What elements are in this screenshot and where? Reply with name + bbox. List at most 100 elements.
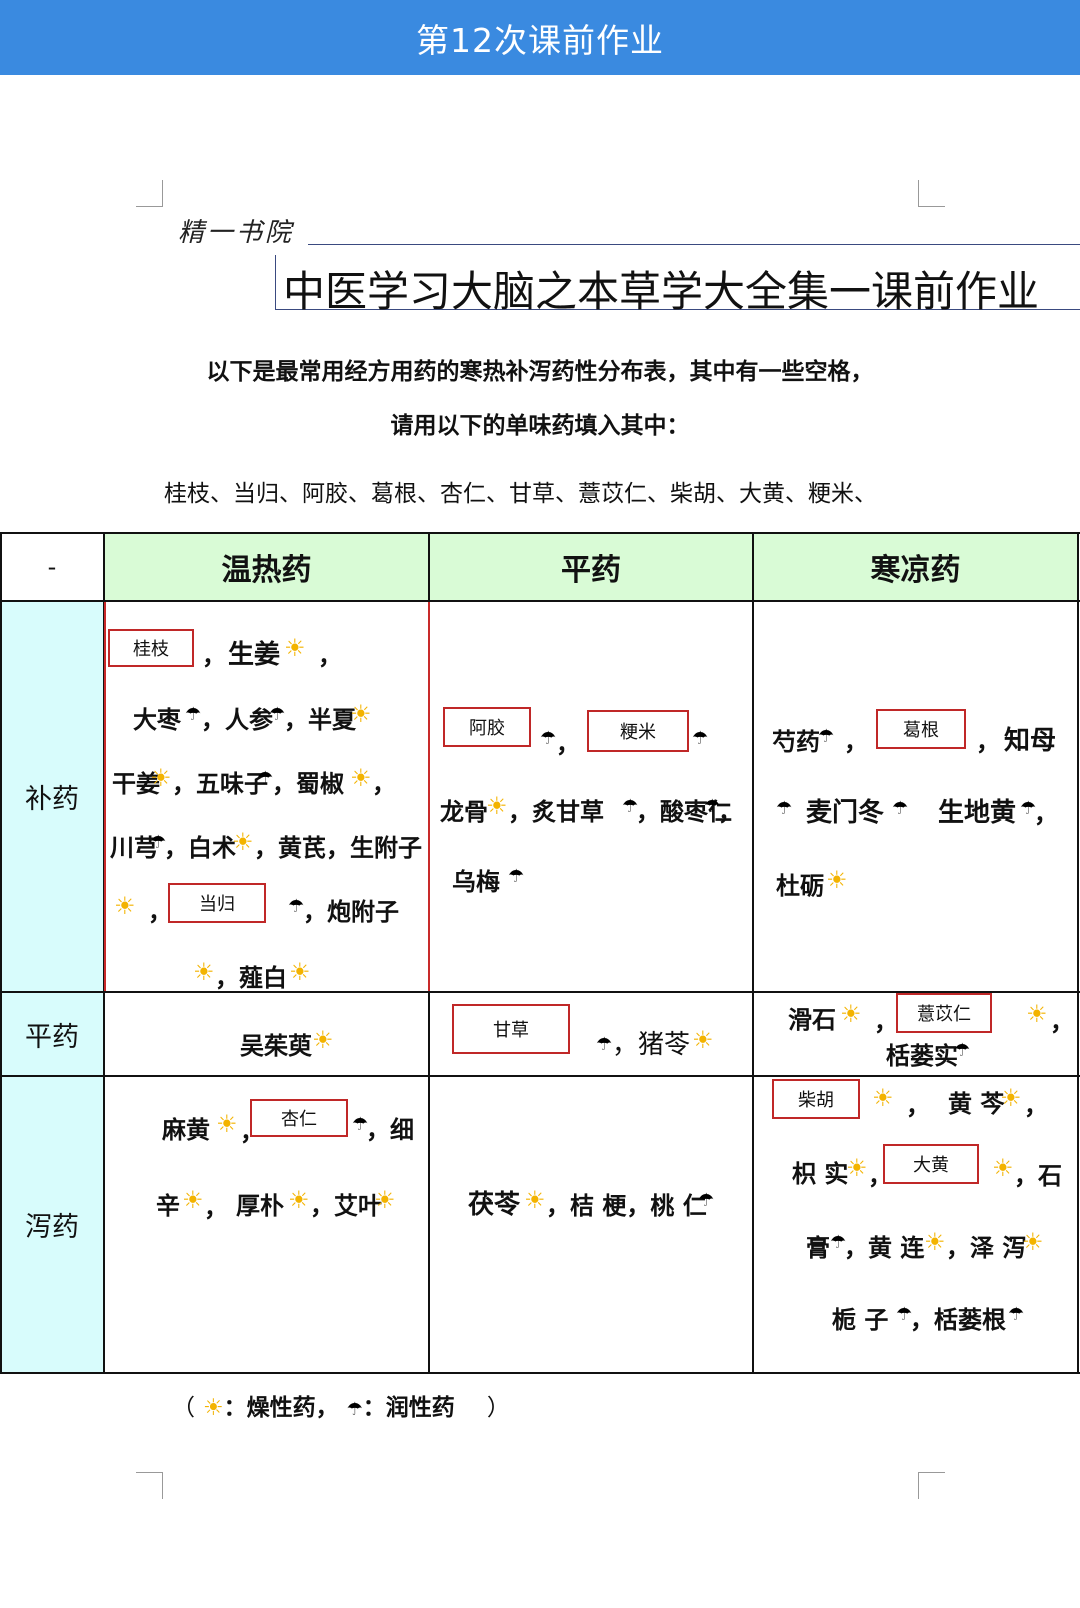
umbrella-icon: ☂ bbox=[622, 796, 639, 817]
herb-text: 枳 实 bbox=[792, 1160, 849, 1188]
sun-icon: ☀ bbox=[288, 1186, 310, 1214]
umbrella-icon: ☂ bbox=[830, 1232, 847, 1253]
table-corner: - bbox=[47, 553, 57, 581]
umbrella-icon: ☂ bbox=[1020, 798, 1037, 819]
herb-text: ，白术 bbox=[164, 834, 236, 862]
herb-text: ，艾叶 bbox=[310, 1192, 382, 1220]
app-title: 第12次课前作业 bbox=[416, 20, 664, 60]
herb-text: ，石 bbox=[1014, 1162, 1062, 1190]
herb-text: 杜砺 bbox=[776, 872, 824, 900]
herb-text: ，炙甘草 bbox=[508, 798, 604, 826]
page-corner-mark bbox=[918, 180, 945, 207]
answer-box[interactable]: 桂枝 bbox=[108, 629, 194, 667]
row-label-neutral: 平药 bbox=[0, 992, 104, 1076]
herb-text: 吴茱萸 bbox=[240, 1032, 312, 1060]
answer-box[interactable]: 阿胶 bbox=[443, 707, 531, 747]
sun-icon: ☀ bbox=[846, 1154, 868, 1182]
herb-text: 大枣 bbox=[133, 706, 181, 734]
umbrella-icon: ☂ bbox=[704, 796, 721, 817]
table-border bbox=[0, 1372, 1080, 1374]
brand-logo: 精一书院 bbox=[178, 218, 295, 248]
umbrella-icon: ☂ bbox=[896, 1304, 913, 1325]
answer-box[interactable]: 葛根 bbox=[876, 709, 966, 749]
herb-text: 龙骨 bbox=[440, 798, 488, 826]
umbrella-icon: ☂ bbox=[346, 1399, 363, 1420]
answer-box[interactable]: 当归 bbox=[168, 883, 266, 923]
herb-text: 黄 芩 bbox=[948, 1090, 1005, 1118]
herb-text: 麻黄 bbox=[162, 1116, 210, 1144]
legend-text: ：润性药 bbox=[362, 1395, 455, 1421]
umbrella-icon: ☂ bbox=[540, 728, 557, 749]
sun-icon: ☀ bbox=[193, 958, 215, 986]
row-label-tonify: 补药 bbox=[0, 601, 104, 992]
herb-text: 膏 bbox=[806, 1234, 830, 1262]
herb-text: ， bbox=[874, 1008, 898, 1036]
herb-text: ， bbox=[844, 728, 868, 756]
sun-icon: ☀ bbox=[284, 634, 306, 662]
sun-icon: ☀ bbox=[350, 700, 372, 728]
page-corner-mark bbox=[136, 1472, 163, 1499]
sun-icon: ☀ bbox=[150, 764, 172, 792]
umbrella-icon: ☂ bbox=[698, 1190, 715, 1211]
herb-text: 滑石 bbox=[788, 1006, 836, 1034]
page-corner-mark bbox=[918, 1472, 945, 1499]
table-border bbox=[0, 1075, 1080, 1077]
sun-icon: ☀ bbox=[374, 1186, 396, 1214]
page-corner-mark bbox=[136, 180, 163, 207]
herb-text: 厚朴 bbox=[236, 1192, 284, 1220]
herb-text: 辛 bbox=[156, 1192, 180, 1220]
umbrella-icon: ☂ bbox=[818, 726, 835, 747]
umbrella-icon: ☂ bbox=[269, 704, 286, 725]
sun-icon: ☀ bbox=[350, 764, 372, 792]
intro-line-2: 请用以下的单味药填入其中： bbox=[390, 413, 690, 439]
herb-text: ，半夏 bbox=[284, 706, 356, 734]
legend-text: ） bbox=[486, 1395, 510, 1421]
answer-box[interactable]: 甘草 bbox=[452, 1004, 570, 1054]
herb-text: ，人参 bbox=[201, 706, 273, 734]
sun-icon: ☀ bbox=[1022, 1228, 1044, 1256]
herb-text: ， bbox=[318, 642, 342, 670]
header-neutral: 平药 bbox=[429, 533, 753, 601]
answer-box[interactable]: 大黄 bbox=[883, 1144, 979, 1184]
umbrella-icon: ☂ bbox=[508, 866, 525, 887]
answer-box[interactable]: 粳米 bbox=[587, 710, 689, 752]
answer-box[interactable]: 薏苡仁 bbox=[896, 993, 992, 1033]
umbrella-icon: ☂ bbox=[185, 704, 202, 725]
herb-text: 干姜 bbox=[112, 770, 160, 798]
table-border bbox=[1077, 532, 1079, 1374]
title-frame bbox=[275, 255, 1080, 310]
herb-text: ， bbox=[1034, 800, 1058, 828]
herb-text: 乌梅 bbox=[452, 868, 500, 896]
sun-icon: ☀ bbox=[1000, 1084, 1022, 1112]
sun-icon: ☀ bbox=[114, 892, 136, 920]
herb-text: ，黄芪，生附子 bbox=[254, 834, 422, 862]
legend: （ ☀：燥性药， ☂：润性药 ） bbox=[172, 1388, 510, 1422]
herb-text: ，猪苓 bbox=[612, 1030, 691, 1060]
herb-list: 桂枝、当归、阿胶、葛根、杏仁、甘草、薏苡仁、柴胡、大黄、粳米、 bbox=[164, 481, 877, 507]
herb-text: ， bbox=[718, 798, 742, 826]
sun-icon: ☀ bbox=[826, 866, 848, 894]
table-border bbox=[0, 991, 1080, 993]
herb-text: 芍药 bbox=[772, 728, 820, 756]
header-cold: 寒凉药 bbox=[753, 533, 1078, 601]
umbrella-icon: ☂ bbox=[288, 896, 305, 917]
herb-text: ， bbox=[906, 1092, 930, 1120]
app-title-bar: 第12次课前作业 bbox=[0, 0, 1080, 75]
herb-text: ，薤白 bbox=[215, 964, 287, 992]
sun-icon: ☀ bbox=[182, 1186, 204, 1214]
herb-text: 生地黄 bbox=[938, 798, 1017, 828]
intro-line-1: 以下是最常用经方用药的寒热补泻药性分布表，其中有一些空格， bbox=[206, 359, 874, 385]
herb-text: ， bbox=[556, 730, 580, 758]
herb-text: ，栝蒌根 bbox=[910, 1306, 1006, 1334]
answer-box[interactable]: 杏仁 bbox=[250, 1099, 348, 1137]
umbrella-icon: ☂ bbox=[257, 768, 274, 789]
sun-icon: ☀ bbox=[524, 1186, 546, 1214]
herb-text: ， bbox=[976, 728, 1000, 756]
header-warm: 温热药 bbox=[104, 533, 429, 601]
answer-box[interactable]: 柴胡 bbox=[772, 1079, 860, 1119]
herb-text: 知母 bbox=[1004, 726, 1057, 756]
umbrella-icon: ☂ bbox=[954, 1040, 971, 1061]
title-rule bbox=[308, 244, 1080, 245]
herb-text: ，酸枣仁 bbox=[636, 798, 732, 826]
